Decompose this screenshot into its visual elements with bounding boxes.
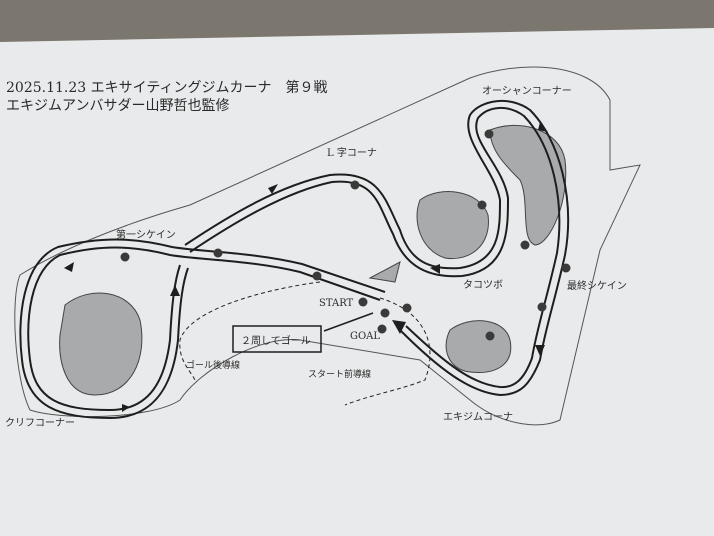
label-takotsubo: タコツボ xyxy=(463,279,503,291)
after-goal-route-line xyxy=(179,281,321,381)
arrow-icon xyxy=(64,262,74,272)
label-ocean-corner: オーシャンコーナー xyxy=(482,85,572,97)
arrow-icon xyxy=(538,122,548,132)
island-start xyxy=(368,261,401,283)
after-goal-route-label: ゴール後導線 xyxy=(186,359,240,371)
arrow-icon xyxy=(535,345,545,356)
cone xyxy=(120,252,130,262)
label-first-chicane: 第一シケイン xyxy=(116,228,176,241)
cone xyxy=(537,302,547,312)
laps-note-box xyxy=(232,325,322,353)
arrow-icon xyxy=(392,320,406,334)
cone xyxy=(380,308,390,318)
label-cliff-corner: クリフコーナー xyxy=(5,417,75,429)
label-l-corner: L 字コーナ xyxy=(327,146,377,159)
course-boundary xyxy=(14,66,641,426)
arrow-icon xyxy=(122,404,130,412)
laps-note: ２周してゴール xyxy=(241,334,311,347)
label-exgym-corner: エキジムコーナ xyxy=(443,411,513,423)
arrow-icon xyxy=(268,184,278,194)
before-start-route-line xyxy=(344,297,431,406)
island-takotsubo xyxy=(416,191,489,260)
laps-note-arrow xyxy=(323,312,374,332)
cone xyxy=(402,303,412,313)
cone xyxy=(350,180,360,190)
cone xyxy=(484,129,494,139)
island-exgym xyxy=(445,320,512,374)
cone xyxy=(485,331,495,341)
driving-line xyxy=(19,99,570,420)
routes xyxy=(179,281,431,406)
direction-arrows xyxy=(64,122,548,412)
cone xyxy=(377,324,387,334)
cone xyxy=(358,297,368,307)
cone xyxy=(477,200,487,210)
cone xyxy=(213,248,223,258)
label-last-chicane: 最終シケイン xyxy=(567,279,627,292)
cone xyxy=(561,263,571,273)
before-start-route-label: スタート前導線 xyxy=(308,368,371,380)
cone xyxy=(312,271,322,281)
island-cliff xyxy=(59,292,143,396)
start-label: START xyxy=(319,298,354,309)
cone xyxy=(520,240,530,250)
arrow-icon xyxy=(430,264,440,274)
title-line-2: エキジムアンバサダー山野哲也監修 xyxy=(6,97,229,114)
title-line-1: 2025.11.23 エキサイティングジムカーナ 第９戦 xyxy=(6,79,328,96)
cones xyxy=(120,129,571,341)
goal-label: GOAL xyxy=(350,331,380,342)
arrow-icon xyxy=(170,285,180,296)
